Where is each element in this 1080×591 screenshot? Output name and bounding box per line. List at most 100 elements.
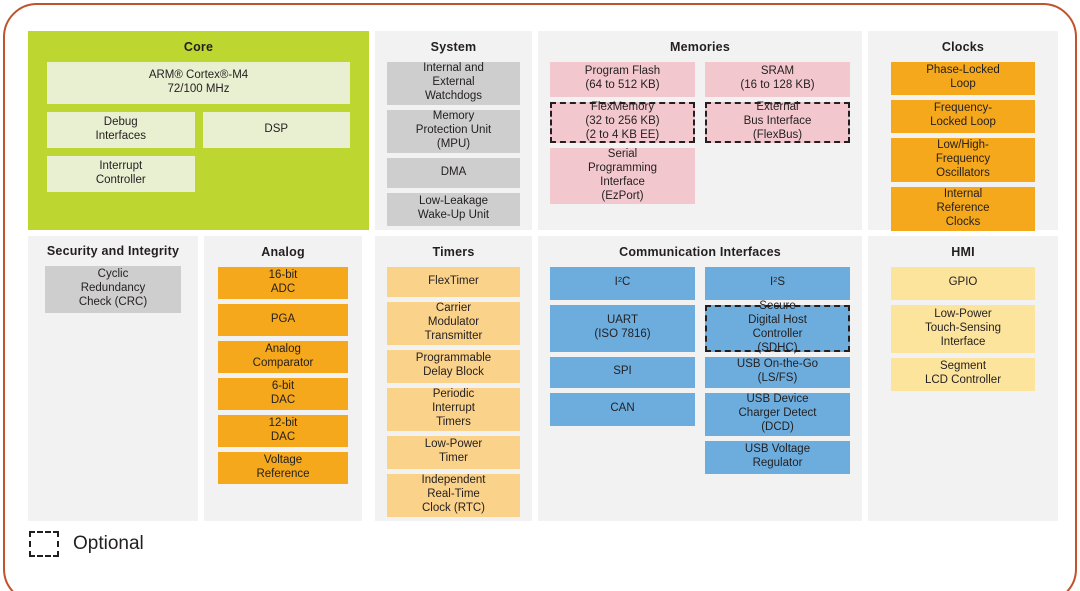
block-line: Interface [600,175,645,188]
block-line: USB Device [746,393,809,406]
block-periodic-interrupt-timers[interactable]: Periodic Interrupt Timers [387,387,520,431]
block-line: Transmitter [424,330,483,343]
block-line: Oscillators [936,166,990,179]
block-interrupt-controller[interactable]: Interrupt Controller [47,155,195,192]
block-line: Regulator [752,457,803,470]
section-clocks: Clocks Phase-Locked Loop Frequency- Lock… [868,31,1058,231]
block-line: I2C [614,275,631,289]
block-line: ARM® Cortex®-M4 [148,68,249,81]
block-pga[interactable]: PGA [218,303,348,336]
block-line: (64 to 512 KB) [585,79,660,92]
section-title-clocks: Clocks [941,40,985,54]
section-memories: Memories Program Flash (64 to 512 KB) Fl… [538,31,862,230]
block-line: Timers [436,416,471,429]
block-line: Debug [103,115,138,128]
block-line: Low/High- [937,138,989,151]
block-line: (MPU) [436,138,471,151]
block-line: External [756,101,799,114]
block-line: (ISO 7816) [594,328,651,341]
block-watchdogs[interactable]: Internal and External Watchdogs [387,61,520,105]
block-debug-interfaces[interactable]: Debug Interfaces [47,111,195,148]
section-title-hmi: HMI [951,245,975,259]
legend-label: Optional [73,533,144,554]
block-usb-otg[interactable]: USB On-the-Go (LS/FS) [705,356,850,388]
section-title-system: System [430,40,477,54]
block-arm-cortex-m4[interactable]: ARM® Cortex®-M4 72/100 MHz [47,61,350,104]
block-touch-sensing-interface[interactable]: Low-Power Touch-Sensing Interface [891,304,1035,353]
block-i2c[interactable]: I2C [550,266,695,300]
block-can[interactable]: CAN [550,392,695,426]
section-communication-interfaces: Communication Interfaces I2C UART (ISO 7… [538,236,862,521]
block-dsp[interactable]: DSP [202,111,350,148]
block-line: Memory [432,110,475,123]
block-line: Bus Interface [743,115,812,128]
block-line: Segment [939,360,987,373]
block-line: Controller [752,328,803,341]
section-title-analog: Analog [261,245,305,259]
block-usb-dcd[interactable]: USB Device Charger Detect (DCD) [705,392,850,436]
block-line: (LS/FS) [757,372,798,385]
block-dma[interactable]: DMA [387,157,520,188]
block-line: (FlexBus) [752,129,803,142]
block-low-power-timer[interactable]: Low-Power Timer [387,435,520,469]
block-line: UART [606,314,639,327]
section-timers: Timers FlexTimer Carrier Modulator Trans… [375,236,532,521]
block-line: USB Voltage [744,443,811,456]
block-line: GPIO [948,276,978,289]
block-line: (16 to 128 KB) [740,79,815,92]
block-llwu[interactable]: Low-Leakage Wake-Up Unit [387,192,520,226]
block-usb-voltage-regulator[interactable]: USB Voltage Regulator [705,440,850,474]
block-dac-6bit[interactable]: 6-bit DAC [218,377,348,410]
block-line: Delay Block [423,366,484,379]
section-title-core: Core [183,40,214,54]
block-voltage-reference[interactable]: Voltage Reference [218,451,348,484]
block-carrier-modulator-transmitter[interactable]: Carrier Modulator Transmitter [387,301,520,345]
block-internal-reference-clocks[interactable]: Internal Reference Clocks [891,186,1035,231]
block-segment-lcd-controller[interactable]: Segment LCD Controller [891,357,1035,391]
block-i2s[interactable]: I2S [705,266,850,300]
block-gpio[interactable]: GPIO [891,266,1035,300]
block-line: 12-bit [268,416,298,429]
block-uart[interactable]: UART (ISO 7816) [550,304,695,352]
block-analog-comparator[interactable]: Analog Comparator [218,340,348,373]
block-crc[interactable]: Cyclic Redundancy Check (CRC) [45,265,181,313]
block-ezport[interactable]: Serial Programming Interface (EzPort) [550,147,695,204]
section-system: System Internal and External Watchdogs M… [375,31,532,230]
block-line: USB On-the-Go [736,358,819,371]
block-line: 72/100 MHz [167,82,230,95]
block-flexbus[interactable]: External Bus Interface (FlexBus) [705,101,850,143]
section-core: Core ARM® Cortex®-M4 72/100 MHz Debug In… [28,31,369,230]
block-line: Interfaces [95,129,147,142]
block-line: Internal [943,187,983,200]
block-mpu[interactable]: Memory Protection Unit (MPU) [387,109,520,153]
block-line: Locked Loop [930,116,996,129]
block-sram[interactable]: SRAM (16 to 128 KB) [705,61,850,97]
block-sdhc[interactable]: Secure Digital Host Controller (SDHC) [705,300,850,354]
block-line: ADC [270,282,296,295]
block-pll[interactable]: Phase-Locked Loop [891,61,1035,95]
block-line: Cyclic [97,268,129,281]
block-line: Phase-Locked [926,64,1000,77]
block-line: 16-bit [268,268,298,281]
block-flextimer[interactable]: FlexTimer [387,266,520,297]
block-rtc[interactable]: Independent Real-Time Clock (RTC) [387,473,520,517]
block-line: Programmable [415,352,492,365]
block-programmable-delay-block[interactable]: Programmable Delay Block [387,349,520,383]
section-hmi: HMI GPIO Low-Power Touch-Sensing Interfa… [868,236,1058,521]
block-line: (2 to 4 KB EE) [585,129,660,142]
block-line: Modulator [427,316,480,329]
block-line: Carrier [435,302,472,315]
block-line: Interrupt [432,402,475,415]
block-program-flash[interactable]: Program Flash (64 to 512 KB) [550,61,695,97]
block-flexmemory[interactable]: FlexMemory (32 to 256 KB) (2 to 4 KB EE) [550,101,695,143]
block-line: Charger Detect [738,407,817,420]
block-dac-12bit[interactable]: 12-bit DAC [218,414,348,447]
block-line: Periodic [432,388,475,401]
block-line: Analog [265,342,301,355]
block-line: DAC [270,393,296,406]
block-fll[interactable]: Frequency- Locked Loop [891,99,1035,133]
block-oscillators[interactable]: Low/High- Frequency Oscillators [891,137,1035,182]
block-spi[interactable]: SPI [550,356,695,388]
block-adc-16bit[interactable]: 16-bit ADC [218,266,348,299]
block-line: (EzPort) [601,189,644,202]
